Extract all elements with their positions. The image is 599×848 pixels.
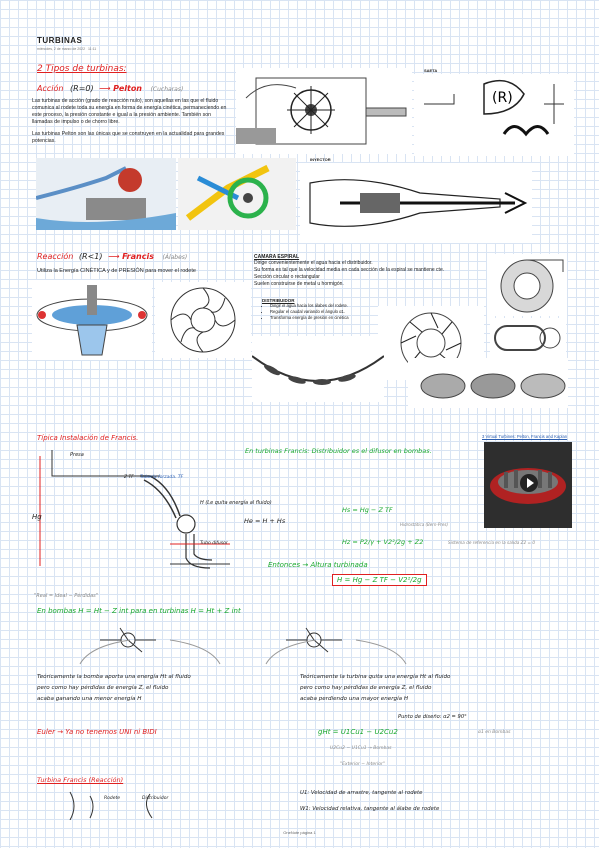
reaccion-description: Utiliza la Energía CINÉTICA y de PRESIÓN… xyxy=(37,268,196,274)
spiral-casing-figure xyxy=(487,254,567,316)
label-tubo-difusor: Tubo difusor xyxy=(200,541,228,546)
installation-diagram xyxy=(30,446,230,586)
bomba-explanation: Teóricamente la bomba aporta una energía… xyxy=(37,674,191,702)
page-date: miércoles, 2 de marzo de 2022 xyxy=(37,47,86,51)
camara-item: Su forma es tal que la velocidad media e… xyxy=(254,267,445,273)
saeta-figure: (R) xyxy=(414,74,574,156)
camara-item: Dirige convenientemente el agua hacia el… xyxy=(254,260,373,266)
en-bombas: α1 en Bombas xyxy=(478,730,511,735)
heading-tipos: 2 Tipos de turbinas: xyxy=(37,64,127,74)
bombas-turbinas-line: En bombas H = Ht − Z int para en turbina… xyxy=(37,607,241,615)
label-distribuidor: Distribuidor xyxy=(142,796,169,801)
distribuidor-item: Transforma energía de presión en cinétic… xyxy=(270,315,392,321)
label-ztf: Z TF xyxy=(124,475,134,480)
w1-definition: W1: Velocidad relativa, tangente al álab… xyxy=(300,806,440,812)
eq-hz: Hz = P2/γ + V2²/2g + Z2 xyxy=(342,538,424,546)
heading-tipica: Típica Instalación de Francis. xyxy=(37,434,139,442)
euler-line: Euler → Ya no tenemos UNI ni BIDI xyxy=(37,728,157,736)
page-time: 11:11 xyxy=(87,47,97,51)
caption-inyector: INYECTOR xyxy=(310,157,331,162)
label-tuberia: Tubería forzada. TF xyxy=(140,475,184,480)
heading-turbina-francis: Turbina Francis (Reacción) xyxy=(37,776,124,784)
exterior-interior: "Exterior − Interior" xyxy=(340,762,385,767)
eq-he: He = H + Hs xyxy=(244,517,286,525)
pelton-section-figure xyxy=(236,68,412,154)
real-ideal-note: "Real = Ideal − Pérdidas" xyxy=(34,593,99,599)
altura-turbinada-box: H = Hg − Z TF − V2²/2g xyxy=(332,574,427,586)
pelton-plant-figure xyxy=(36,158,176,230)
accion-text: Las turbinas de acción (grado de reacció… xyxy=(32,98,227,144)
turbine-diagram xyxy=(286,622,342,658)
distribuidor-item: Regular el caudal variando el ángulo α1. xyxy=(270,309,392,315)
label-rodete: Rodete xyxy=(104,796,121,801)
video-thumbnail[interactable] xyxy=(484,442,572,528)
note-hidrostatica: Hidrostática (Bern-Pres) xyxy=(400,522,449,527)
pelton-runner-color-figure xyxy=(178,158,296,230)
euler-equation: gHt = U1Cu1 − U2Cu2 xyxy=(318,728,398,736)
u1-definition: U1: Velocidad de arrastre, tangente al r… xyxy=(300,790,423,796)
francis-velocity-sketch xyxy=(69,791,153,820)
page-title: TURBINAS miércoles, 2 de marzo de 2022 1… xyxy=(37,36,97,51)
pump-diagram xyxy=(100,622,156,658)
page-footer: OneNote página 1 xyxy=(283,830,316,835)
euler-bombas: U2Cu2 − U1Cu1 → Bombas xyxy=(330,746,392,751)
heading-accion: Acción (R=0) ⟶ Pelton (Cucharas) xyxy=(37,84,184,93)
eq-hs: Hs = Hg − Z TF xyxy=(342,506,393,514)
label-hg: Hg xyxy=(32,513,42,521)
label-h-quita: H (Le quita energía al fluido) xyxy=(200,500,272,506)
servo-figure xyxy=(490,318,566,358)
francis-section-figure xyxy=(32,280,152,360)
label-presa: Presa xyxy=(70,452,84,458)
caption-saeta: SAETA xyxy=(424,68,438,73)
turbina-explanation: Teóricamente la turbina quita una energí… xyxy=(300,674,451,702)
camara-espiral-notes: CAMARA ESPIRAL Dirige convenientemente e… xyxy=(254,254,482,288)
curved-arrows xyxy=(79,639,407,665)
svg-text:(R): (R) xyxy=(492,90,513,106)
distribuidor-notes: DISTRIBUIDOR Dirigir el agua hacia los á… xyxy=(262,298,392,321)
heading-reaccion: Reacción (R<1) ⟶ Francis (Álabes) xyxy=(37,252,188,261)
runner-3d-figure xyxy=(408,358,568,408)
punto-diseno: Punto de diseño: α2 = 90° xyxy=(398,714,467,720)
camara-item: Sección circular o rectangular xyxy=(254,274,320,280)
camara-item: Suelen construirse de metal u hormigón. xyxy=(254,281,344,287)
alabes-figure xyxy=(252,336,384,402)
distribuidor-item: Dirigir el agua hacia los álabes del rod… xyxy=(270,303,392,309)
video-link[interactable]: 3 Virtual Turbines: Pelton, Francis and … xyxy=(482,434,568,439)
dist-difusor-note: En turbinas Francis: Distribuidor es el … xyxy=(245,447,432,455)
francis-runner-figure xyxy=(155,282,251,358)
note-sistema-ref: Sistema de referencia en la salida Z2 = … xyxy=(448,540,536,545)
entonces-line: Entonces → Altura turbinada xyxy=(268,561,368,569)
inyector-figure xyxy=(300,163,532,243)
play-icon[interactable] xyxy=(520,474,538,492)
